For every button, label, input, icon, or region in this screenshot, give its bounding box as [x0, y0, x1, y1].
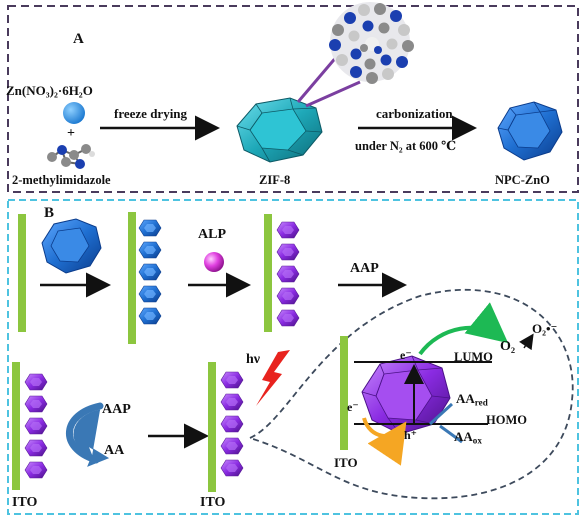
electrode	[340, 336, 348, 450]
alp-enzyme-ball	[204, 252, 224, 272]
oxygen-reduction-arrow	[519, 333, 534, 351]
electrode	[18, 214, 26, 332]
electron-transfer-arrow	[418, 302, 509, 356]
superoxide-label: O₂•⁻	[532, 321, 558, 336]
panel-a-frame	[7, 5, 579, 193]
freeze-drying-label: freeze drying	[114, 106, 188, 121]
aap-label: AAP	[350, 261, 379, 276]
aa-red-label: AAred	[456, 391, 488, 408]
lumo-label: LUMO	[454, 350, 493, 364]
crystal-hex	[276, 265, 300, 283]
alp-label: ALP	[198, 227, 226, 242]
electrode	[264, 214, 272, 332]
crystal-hex	[24, 417, 48, 435]
crystal-hex	[220, 437, 244, 455]
carbonization-condition-label: under N₂ at 600 ℃	[355, 139, 457, 153]
crystal-hex	[276, 221, 300, 239]
crystal-hex	[138, 285, 162, 303]
panel-b-frame	[7, 199, 579, 515]
zinc-ion-sphere	[63, 102, 85, 124]
photoactive-crystal	[361, 355, 451, 435]
methylimidazole-molecule	[47, 144, 95, 169]
carbonization-label: carbonization	[376, 106, 453, 121]
npc-zno-crystal	[497, 101, 563, 161]
crystal-hex	[24, 461, 48, 479]
crystal-hex	[24, 373, 48, 391]
homo-label: HOMO	[486, 413, 527, 427]
crystal-hex	[276, 243, 300, 261]
crystal-hex	[276, 287, 300, 305]
panel-a-label: A	[73, 31, 84, 47]
aa-oxidation-arrow	[428, 402, 454, 426]
npc-zno-crystal	[41, 218, 102, 274]
aap-to-aa-curved-arrow-body	[65, 402, 104, 464]
crystal-hex	[24, 439, 48, 457]
electrode	[12, 362, 20, 490]
plus-sign: +	[67, 126, 75, 141]
aa-label: AA	[104, 443, 125, 458]
crystal-hex	[276, 309, 300, 327]
ito-label: ITO	[334, 455, 358, 470]
crystal-hex	[220, 415, 244, 433]
zoom-line	[296, 54, 340, 103]
electron-label: e⁻	[400, 348, 412, 362]
aa-oxidation-arrow	[439, 424, 463, 444]
electron-label: e⁻	[347, 400, 359, 414]
oxygen-label: O₂	[500, 339, 516, 354]
crystal-hex	[220, 393, 244, 411]
hole-label: h⁺	[404, 428, 418, 442]
crystal-hex	[138, 219, 162, 237]
hole-transfer-arrow	[362, 417, 407, 466]
hv-label: hν	[246, 352, 261, 367]
crystal-hex	[24, 395, 48, 413]
npc-zno-label: NPC-ZnO	[495, 173, 550, 187]
ito-label: ITO	[12, 495, 38, 510]
zif8-crystal	[236, 97, 323, 163]
zif8-molecular-structure	[329, 2, 414, 84]
crystal-hex	[138, 263, 162, 281]
electrode	[208, 362, 216, 492]
zoom-line	[305, 80, 361, 108]
zif8-label: ZIF-8	[259, 173, 291, 187]
aap-label: AAP	[102, 402, 131, 417]
crystal-hex	[220, 459, 244, 477]
light-lightning-icon	[256, 350, 290, 406]
zinc-nitrate-label: Zn(NO₃)₂·6H₂O	[6, 83, 93, 98]
electrode	[128, 212, 136, 344]
aa-ox-label: AAox	[454, 429, 482, 446]
panel-b-label: B	[44, 205, 55, 221]
crystal-hex	[220, 371, 244, 389]
aap-to-aa-curved-arrow	[73, 409, 110, 467]
crystal-hex	[138, 307, 162, 325]
methylimidazole-label: 2-methylimidazole	[12, 173, 111, 187]
crystal-hex	[138, 241, 162, 259]
ito-label: ITO	[200, 495, 226, 510]
